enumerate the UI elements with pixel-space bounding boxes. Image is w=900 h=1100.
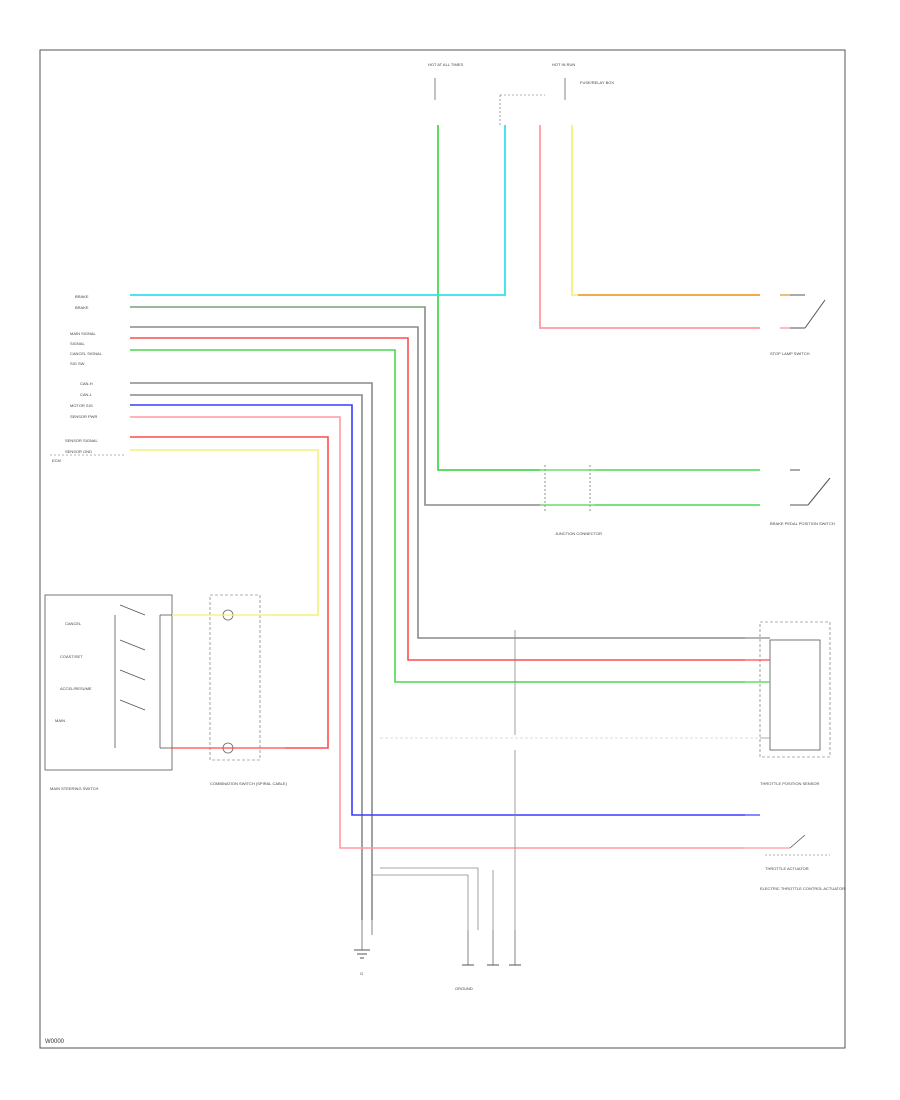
ecm-pin-3: MAIN SIGNAL	[70, 331, 97, 336]
ecm-pin-7: CAN-H	[80, 381, 93, 386]
ecm-pin-1: BRAKE	[75, 294, 89, 299]
lower-wires	[372, 469, 760, 930]
ecm-pin-2: BRAKE	[75, 305, 89, 310]
ecm-pin-10: SENSOR PWR	[70, 414, 97, 419]
ecm-pin-8: CAN-L	[80, 392, 93, 397]
fuse-label-left: HOT AT ALL TIMES	[428, 62, 463, 67]
fuse-label-right-note: FUSE/RELAY BOX	[580, 80, 614, 85]
ecm-pin-9: MOTOR SIG	[70, 403, 93, 408]
ground-left-label: G	[360, 971, 363, 976]
ecm-pin-6: SIG SW	[70, 361, 85, 366]
footer-code: W0000	[45, 1039, 65, 1045]
stop-lamp-switch-label: STOP LAMP SWITCH	[770, 351, 810, 356]
junction-connector-label: JUNCTION CONNECTOR	[555, 531, 602, 536]
ecm-pin-5: CANCEL SIGNAL	[70, 351, 103, 356]
steering-btn-1: CANCEL	[65, 621, 82, 626]
throttle-position-sensor: THROTTLE POSITION SENSOR	[745, 621, 831, 786]
ecm-wires	[130, 306, 745, 920]
combination-switch-label: COMBINATION SWITCH (SPIRAL CABLE)	[210, 781, 288, 786]
junction-connector: JUNCTION CONNECTOR	[540, 465, 602, 536]
combination-switch: COMBINATION SWITCH (SPIRAL CABLE)	[172, 594, 288, 786]
steering-btn-2: COAST/SET	[60, 654, 83, 659]
brake-pedal-switch-label: BRAKE PEDAL POSITION SWITCH	[770, 521, 835, 526]
ecm-connector: BRAKE BRAKE MAIN SIGNAL SIGNAL CANCEL SI…	[50, 294, 125, 463]
ground-symbols: G GROUND	[354, 920, 521, 991]
top-fuse-labels: HOT AT ALL TIMES HOT IN RUN FUSE/RELAY B…	[428, 62, 614, 125]
brake-pedal-position-switch: BRAKE PEDAL POSITION SWITCH	[770, 469, 835, 526]
ecm-label: ECM	[52, 458, 61, 463]
steering-btn-3: ACCEL/RESUME	[60, 686, 92, 691]
main-steering-switch-label: MAIN STEERING SWITCH	[50, 786, 99, 791]
throttle-actuator-label: THROTTLE ACTUATOR	[765, 866, 809, 871]
throttle-position-sensor-label: THROTTLE POSITION SENSOR	[760, 781, 819, 786]
main-steering-switch: CANCEL COAST/SET ACCEL/RESUME MAIN MAIN …	[44, 594, 173, 791]
electric-throttle-label: ELECTRIC THROTTLE CONTROL ACTUATOR	[760, 886, 845, 891]
ground-right-label: GROUND	[455, 986, 473, 991]
diagram-border	[39, 49, 846, 1049]
ecm-pin-12: SENSOR GND	[65, 449, 92, 454]
top-vertical-wires	[130, 125, 760, 471]
ecm-pin-11: SENSOR SIGNAL	[65, 438, 98, 443]
fuse-label-right: HOT IN RUN	[552, 62, 575, 67]
throttle-actuator: THROTTLE ACTUATOR ELECTRIC THROTTLE CONT…	[745, 814, 845, 891]
steering-btn-4: MAIN	[55, 718, 65, 723]
ecm-pin-4: SIGNAL	[70, 341, 85, 346]
stop-lamp-switch: STOP LAMP SWITCH	[770, 294, 826, 356]
